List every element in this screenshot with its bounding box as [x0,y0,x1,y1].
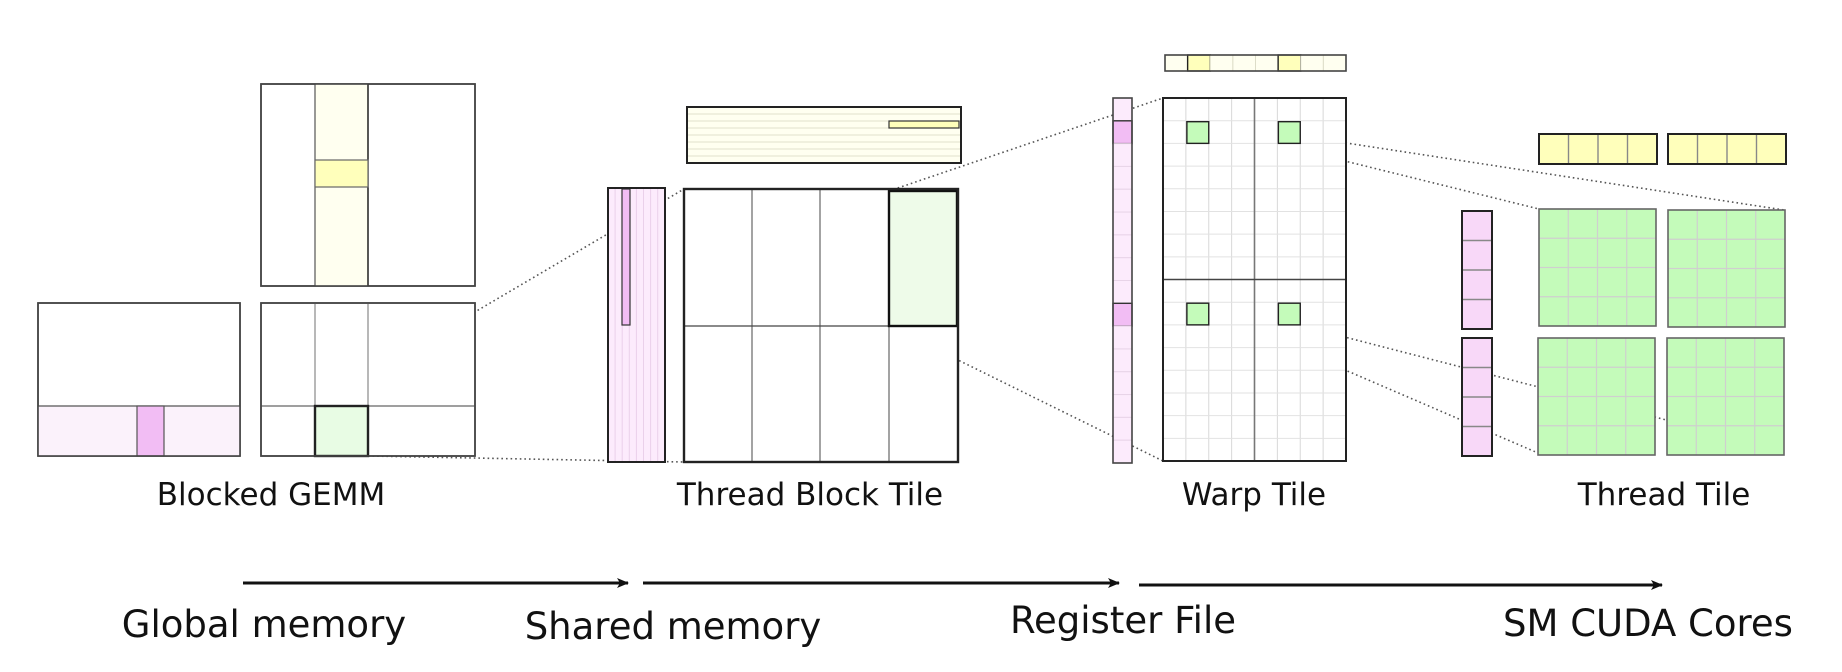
matrix-a-border [37,302,241,457]
warp-a-highlight-cell [1112,120,1133,145]
thread-c-tile-border [1538,208,1657,327]
stage-label-thread-block-tile: Thread Block Tile [676,477,943,513]
memory-label-register: Register File [1010,599,1236,642]
warp-b-cell [1255,54,1279,72]
blocked-gemm-group [37,83,476,458]
warp-b-highlight-cell [1277,54,1302,72]
warp-a-cell [1112,257,1133,281]
warp-c-thread-cell [1186,120,1210,145]
thread-b-fragment-border [1538,133,1658,165]
warp-a-cell [1112,143,1133,167]
matrix-b-border [260,83,476,287]
warp-a-cell [1112,211,1133,236]
tbt-b-highlight [888,120,960,129]
tbt-a-border [607,187,666,463]
warp-b-cell [1300,54,1324,72]
stage-label-warp-tile: Warp Tile [1182,477,1326,513]
warp-a-cell [1112,394,1133,418]
warp-a-cell [1112,97,1133,122]
tbt-a-highlight [621,188,631,326]
memory-label-shared: Shared memory [525,605,822,648]
warp-b-cell [1232,54,1256,72]
warp-a-cell [1112,188,1133,213]
warp-a-cell [1112,280,1133,304]
warp-c-thread-cell [1186,302,1210,326]
matrix-c-border [260,302,476,457]
warp-a-highlight-cell [1112,302,1133,327]
matrix-c-highlight-block [313,404,370,458]
matrix-b-highlight-block [314,159,369,188]
memory-label-sm-cores: SM CUDA Cores [1503,602,1793,645]
warp-a-cell [1112,348,1133,373]
tbt-c-highlight-warp [887,189,959,328]
warp-tile-group [1112,54,1347,464]
stage-label-blocked-gemm: Blocked GEMM [157,477,385,513]
matrix-a-highlight-block [136,405,165,457]
warp-b-border [1164,54,1347,72]
warp-b-cell [1209,54,1234,72]
thread-block-tile-group [607,106,962,464]
warp-a-cell [1112,371,1133,396]
thread-c-tile-border [1667,209,1786,328]
warp-a-cell [1112,325,1133,350]
warp-b-highlight-cell [1186,54,1211,72]
thread-c-tile-border [1537,337,1656,456]
warp-a-cell [1112,234,1133,259]
tbt-c-border [682,187,960,464]
thread-a-fragment-border [1461,337,1493,457]
memory-label-global: Global memory [122,603,406,646]
thread-tile-group [1461,133,1787,457]
warp-c-border [1162,97,1347,462]
warp-a-border [1112,97,1133,464]
warp-a-cell [1112,439,1133,464]
warp-a-cell [1112,416,1133,441]
thread-a-fragment-border [1461,210,1493,330]
stage-label-thread-tile: Thread Tile [1577,477,1751,513]
warp-a-cell [1112,165,1133,190]
warp-b-cell [1322,54,1347,72]
thread-c-tile-border [1666,337,1785,456]
thread-b-fragment-border [1667,133,1787,165]
warp-c-thread-cell [1277,120,1301,145]
warp-c-thread-cell [1277,302,1301,326]
tbt-b-border [686,106,962,164]
warp-b-cell [1164,54,1189,72]
